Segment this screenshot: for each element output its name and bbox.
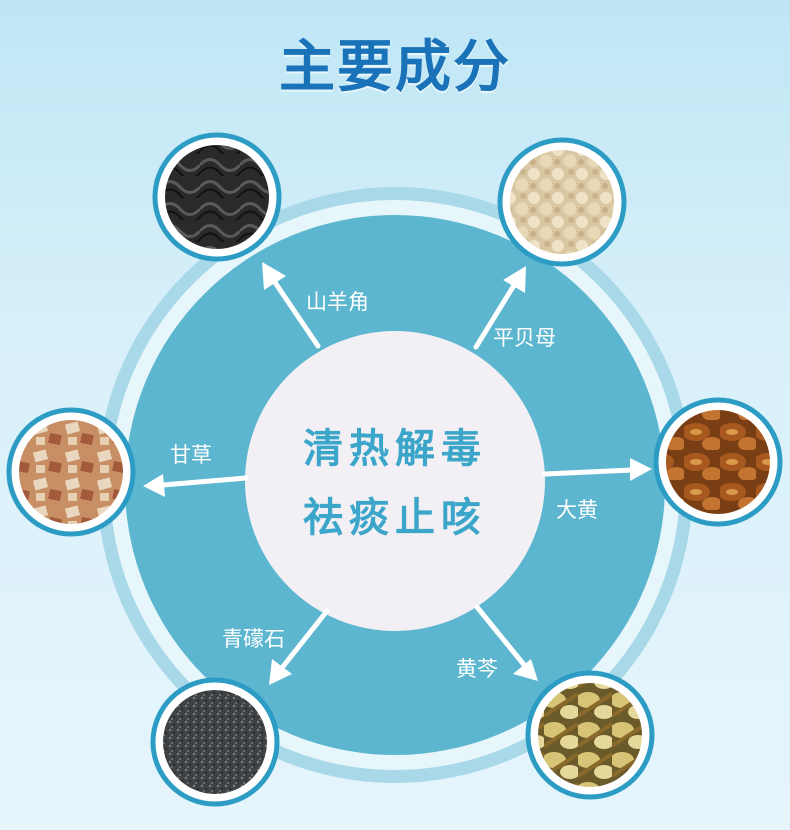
- label-dahuang: 大黄: [556, 498, 598, 522]
- page-title: 主要成分: [279, 35, 511, 100]
- label-qingmengshi: 青礞石: [222, 627, 285, 651]
- photo-gancao: [6, 407, 136, 537]
- photo-qingmengshi: [150, 677, 280, 807]
- arrow-pingbeimu: [473, 266, 526, 350]
- photo-huangqin: [525, 670, 655, 800]
- center-disc: [245, 331, 545, 631]
- arrow-gancao: [143, 474, 249, 497]
- label-gancao: 甘草: [170, 443, 212, 467]
- label-pingbeimu: 平贝母: [493, 326, 556, 350]
- arrow-qingmengshi: [269, 608, 330, 685]
- photo-pingbeimu: [497, 137, 627, 267]
- arrow-dahuang: [542, 458, 652, 481]
- label-huangqin: 黄芩: [456, 657, 498, 681]
- center-text-line1: 清热解毒: [303, 426, 487, 472]
- center-text-line2: 祛痰止咳: [303, 495, 487, 541]
- photo-shanyangjiao: [152, 132, 282, 262]
- photo-dahuang: [653, 397, 783, 527]
- arrow-huangqin: [474, 604, 538, 681]
- label-shanyangjiao: 山羊角: [306, 290, 369, 314]
- arrow-shanyangjiao: [262, 262, 321, 349]
